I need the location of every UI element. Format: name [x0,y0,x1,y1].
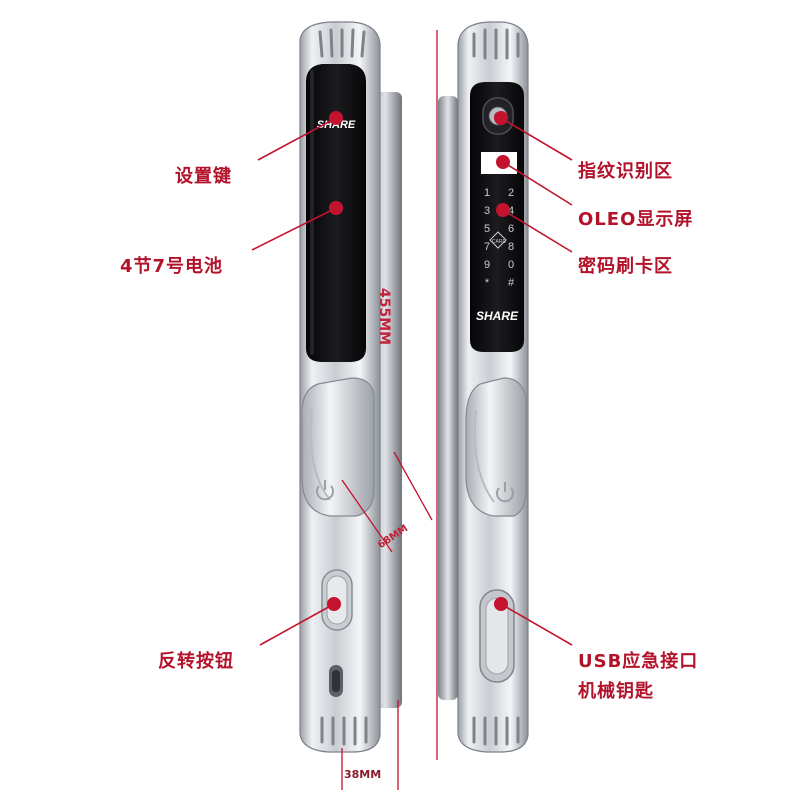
label-oled: OLEO显示屏 [578,209,694,230]
keypad-key: 1 [484,187,490,199]
label-battery: 4节7号电池 [120,256,224,277]
keypad: 1 2 3 4 5 6 7 8 9 0 * # [484,187,515,289]
keypad-key: 5 [484,223,490,235]
dimension-height: 455MM [376,288,392,346]
dimension-width: 38MM [344,768,382,781]
label-keypad: 密码刷卡区 [578,256,673,277]
keypad-key: 4 [508,205,514,217]
keypad-key: * [485,277,490,289]
keypad-key: 6 [508,223,514,235]
label-usb: USB应急接口 [578,651,699,672]
label-fingerprint: 指纹识别区 [578,161,673,182]
left-lock-body [299,21,402,753]
brand-logo-right: SHARE [476,309,519,323]
keypad-key: # [508,277,515,289]
keypad-key: 9 [484,259,490,271]
callout-lines [251,117,573,646]
label-reverse-button: 反转按钮 [158,651,234,672]
keypad-key: 3 [484,205,490,217]
card-text: CARD [492,239,507,245]
label-mechanical-key: 机械钥匙 [578,681,654,702]
power-icon [316,480,334,501]
label-settings-key: 设置键 [175,166,232,187]
callout-dots [327,111,510,611]
keypad-key: 7 [484,241,490,253]
card-reader-icon [489,231,507,249]
dimension-lines [341,30,438,790]
brand-logo-left: SHARE [317,119,356,131]
keypad-key: 0 [508,259,514,271]
power-icon [496,482,514,503]
keypad-key: 8 [508,241,514,253]
right-lock-body: 1 2 3 4 5 6 7 8 9 0 * # CARD SHARE [438,21,529,753]
keypad-key: 2 [508,187,514,199]
